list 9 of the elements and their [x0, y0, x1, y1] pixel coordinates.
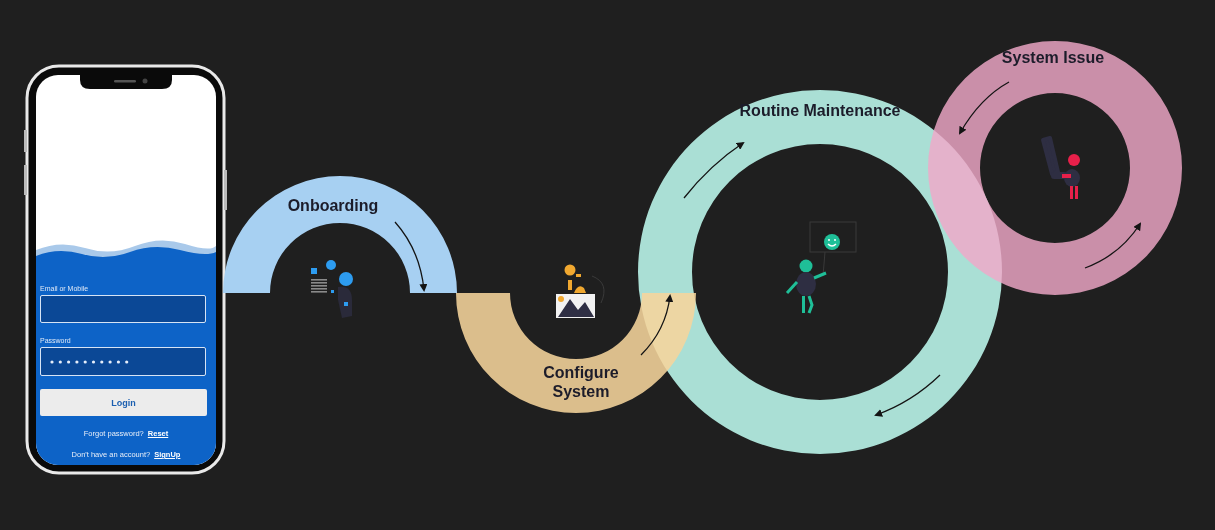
stage-label: Onboarding	[286, 196, 380, 215]
stage-label: Routine Maintenance	[738, 101, 902, 120]
half-ring-band	[223, 176, 457, 293]
stage-label: Configure System	[542, 363, 620, 401]
ring-band	[638, 90, 1002, 454]
login-button: Login	[40, 389, 207, 416]
half-ring-band	[456, 293, 696, 413]
ring-band	[928, 41, 1182, 295]
stage-label: System Issue	[1000, 48, 1106, 67]
